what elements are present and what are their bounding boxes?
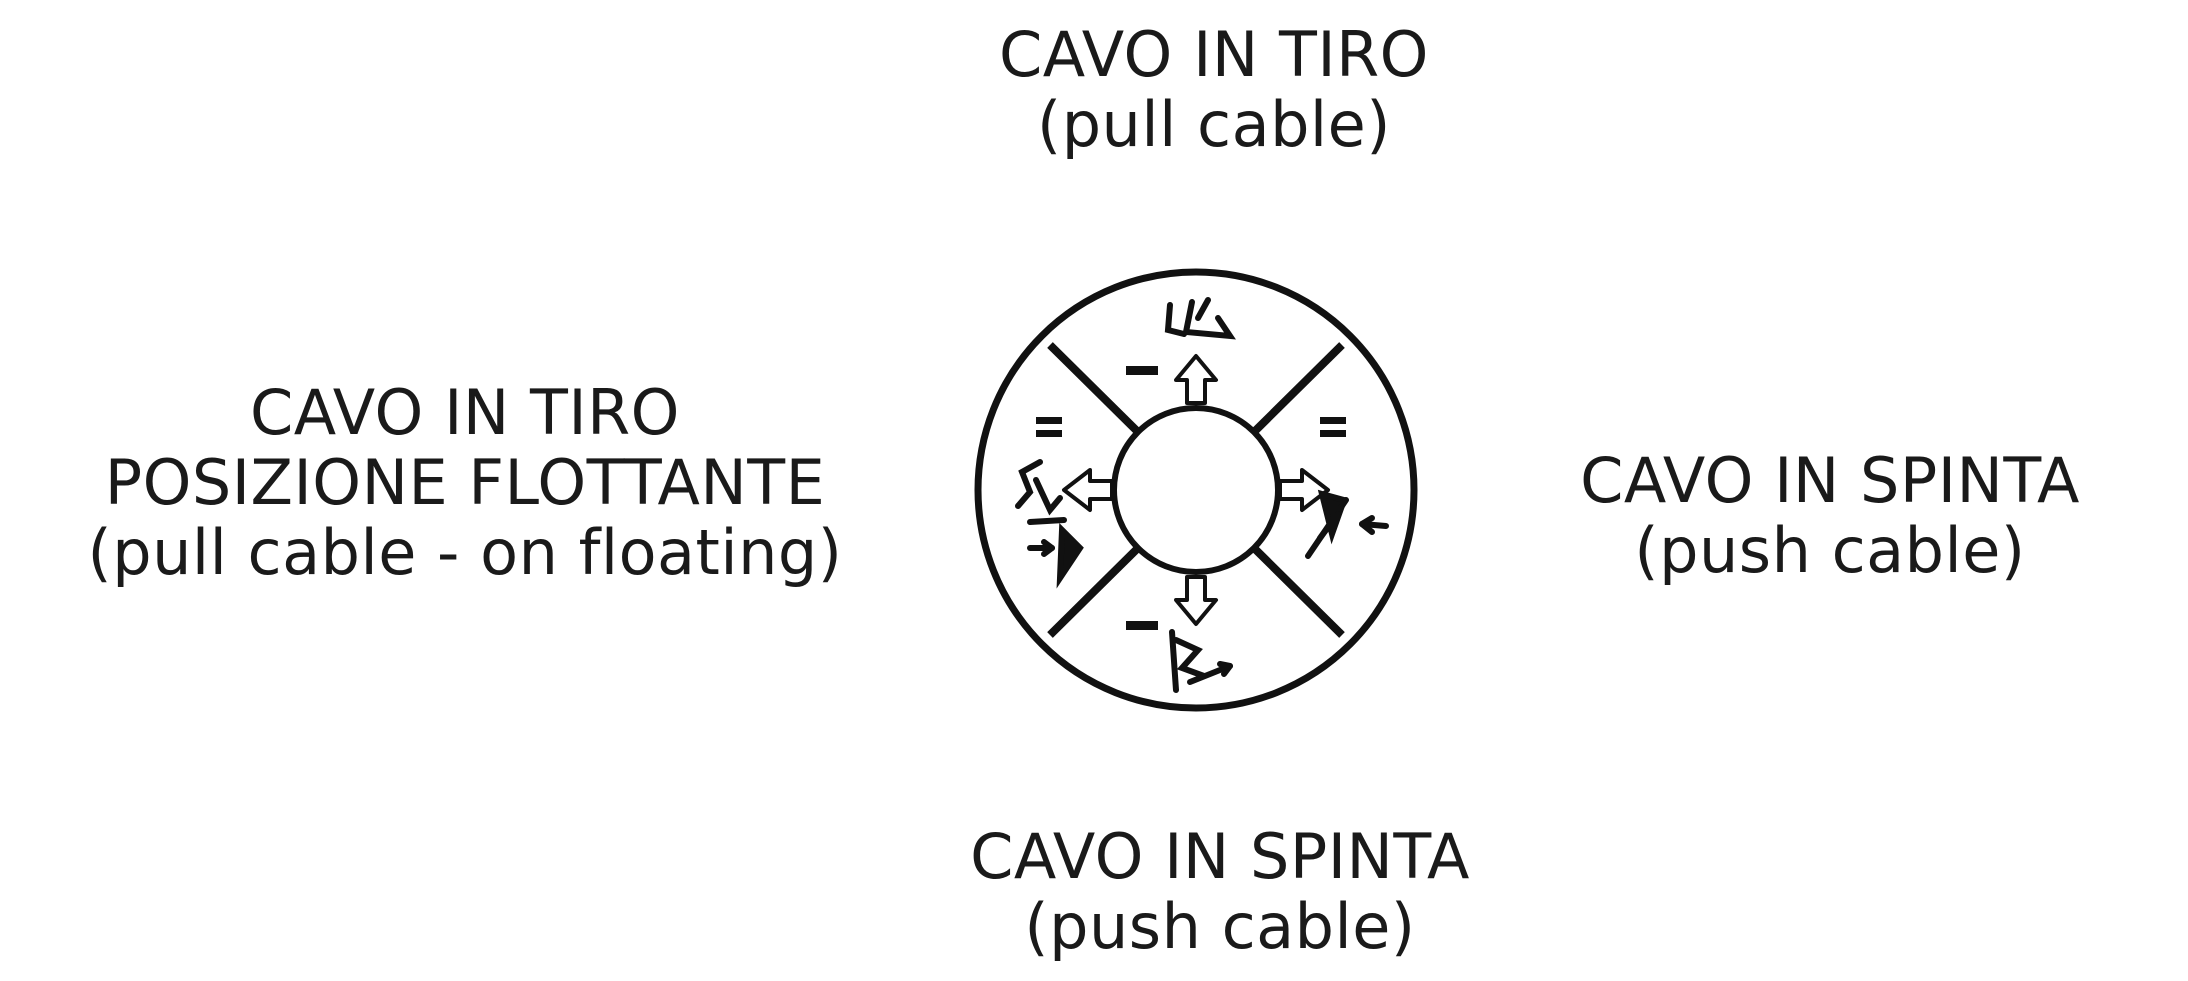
label-pull-cable-top: CAVO IN TIRO (pull cable)	[844, 20, 1584, 160]
label-left-line1: CAVO IN TIRO	[30, 378, 900, 448]
label-top-line1: CAVO IN TIRO	[844, 20, 1584, 90]
label-top-line2: (pull cable)	[844, 90, 1584, 160]
label-right-line2: (push cable)	[1520, 516, 2140, 586]
dash-mark-top	[1126, 366, 1158, 375]
label-left-line3: (pull cable - on floating)	[30, 518, 900, 588]
label-push-cable-right: CAVO IN SPINTA (push cable)	[1520, 446, 2140, 586]
lever-right-icon	[1308, 494, 1386, 556]
arrow-down-icon	[1176, 577, 1216, 624]
label-right-line1: CAVO IN SPINTA	[1520, 446, 2140, 516]
arrow-up-icon	[1176, 356, 1216, 403]
inner-hub	[1114, 408, 1278, 572]
label-bottom-line2: (push cable)	[870, 892, 1570, 962]
lever-top-icon	[1168, 300, 1230, 336]
arrow-right-icon	[1280, 470, 1328, 510]
label-bottom-line1: CAVO IN SPINTA	[870, 822, 1570, 892]
dash-mark-bottom	[1126, 621, 1158, 630]
lever-bottom-icon	[1172, 632, 1230, 690]
equals-mark-right	[1320, 417, 1346, 437]
divider-nw	[1050, 345, 1138, 432]
divider-se	[1254, 548, 1342, 635]
equals-mark-left	[1036, 417, 1062, 437]
label-push-cable-bottom: CAVO IN SPINTA (push cable)	[870, 822, 1570, 962]
lever-left-icon	[1018, 462, 1080, 578]
label-left-line2: POSIZIONE FLOTTANTE	[30, 448, 900, 518]
arrow-left-icon	[1064, 470, 1112, 510]
label-pull-cable-floating: CAVO IN TIRO POSIZIONE FLOTTANTE (pull c…	[30, 378, 900, 588]
